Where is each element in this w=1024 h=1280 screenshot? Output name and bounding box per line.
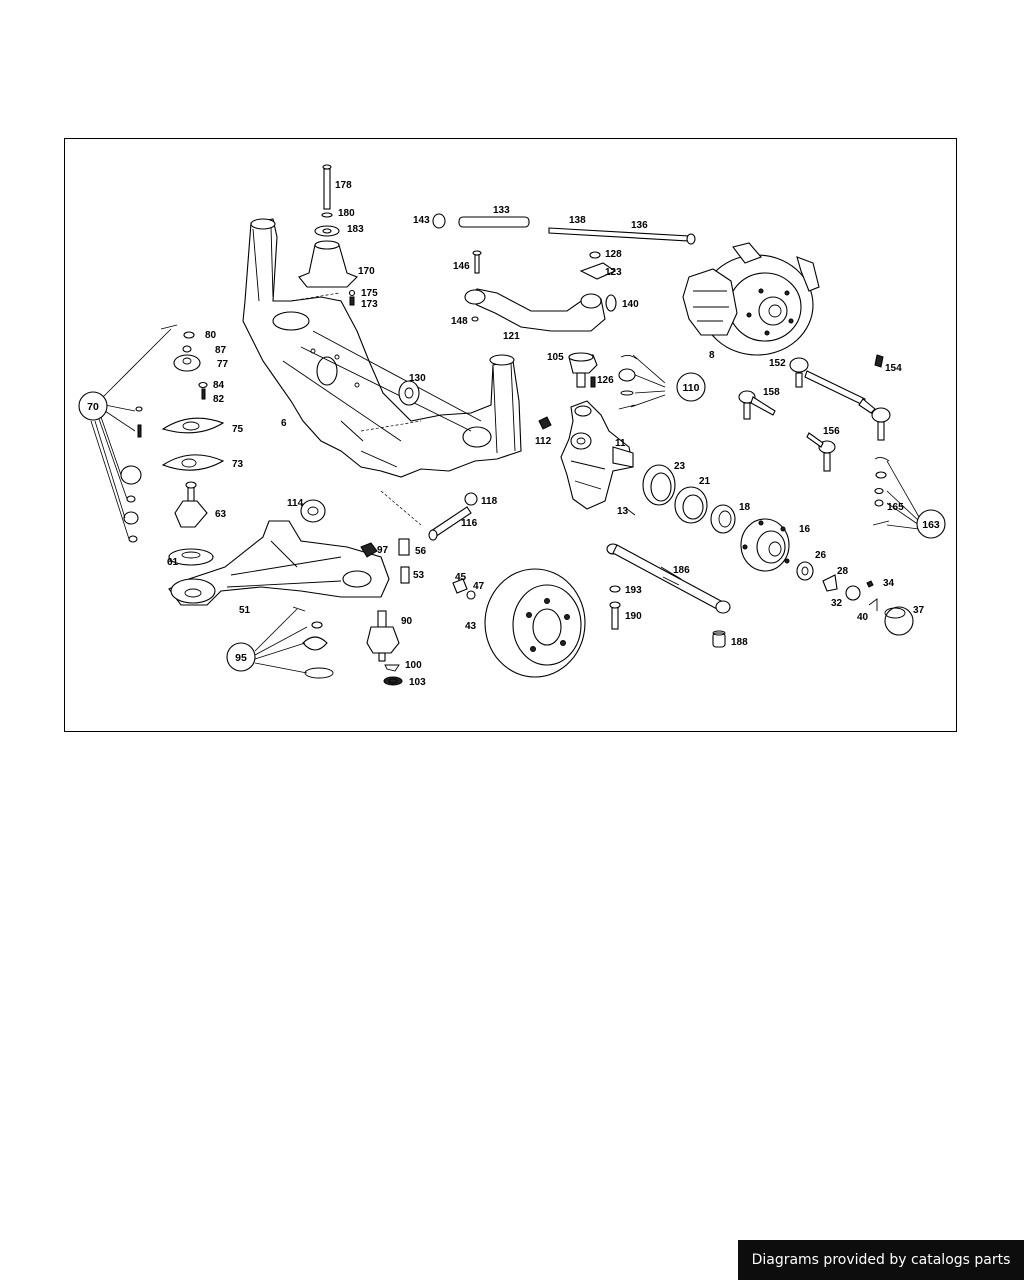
diagram-credit-banner: Diagrams provided by catalogs parts: [738, 1240, 1024, 1280]
callout-28: 28: [837, 566, 849, 577]
callout-26: 26: [815, 550, 827, 561]
callout-53: 53: [413, 570, 425, 581]
callout-183: 183: [347, 224, 364, 235]
callout-170: 170: [358, 266, 375, 277]
callout-128: 128: [605, 249, 622, 260]
callout-193: 193: [625, 585, 642, 596]
bushings-bolts-drawing: [360, 380, 478, 584]
callout-138: 138: [569, 215, 586, 226]
callout-126: 126: [597, 375, 614, 386]
callout-173: 173: [361, 299, 378, 310]
callout-190: 190: [625, 611, 642, 622]
callout-circle-110: 110: [676, 372, 706, 402]
callout-143: 143: [413, 215, 430, 226]
callout-45: 45: [455, 572, 467, 583]
callout-165: 165: [887, 502, 904, 513]
callout-121: 121: [503, 331, 520, 342]
credit-text: Diagrams provided by catalogs parts: [751, 1252, 1011, 1268]
callout-97: 97: [377, 545, 389, 556]
callout-61: 61: [167, 557, 179, 568]
left-small-parts-drawing: [120, 324, 225, 543]
callout-130: 130: [409, 373, 426, 384]
callout-178: 178: [335, 180, 352, 191]
callout-21: 21: [699, 476, 711, 487]
parts-diagram-frame: 70 110 163 95 178 180 183 170 175 173 14…: [64, 138, 957, 732]
callout-95: 95: [235, 652, 247, 664]
callout-77: 77: [217, 359, 229, 370]
callout-63: 63: [215, 509, 227, 520]
callout-34: 34: [883, 578, 895, 589]
callout-163: 163: [922, 519, 940, 531]
callout-40: 40: [857, 612, 869, 623]
exploded-parts-diagram: 70 110 163 95 178 180 183 170 175 173 14…: [78, 164, 946, 688]
callout-114: 114: [287, 498, 304, 509]
callout-37: 37: [913, 605, 925, 616]
callout-146: 146: [453, 261, 470, 272]
callout-75: 75: [232, 424, 244, 435]
callout-140: 140: [622, 299, 639, 310]
callout-82: 82: [213, 394, 225, 405]
callout-186: 186: [673, 565, 690, 576]
callout-175: 175: [361, 288, 378, 299]
callout-123: 123: [605, 267, 622, 278]
callout-118: 118: [481, 496, 498, 507]
callout-100: 100: [405, 660, 422, 671]
callout-32: 32: [831, 598, 843, 609]
spring-mount-drawing: [298, 164, 358, 306]
callout-136: 136: [631, 220, 648, 231]
callout-70: 70: [87, 401, 99, 413]
callout-180: 180: [338, 208, 355, 219]
callout-leaders: [90, 328, 920, 674]
callout-156: 156: [823, 426, 840, 437]
brake-assembly-drawing: [682, 242, 820, 356]
callout-51: 51: [239, 605, 251, 616]
callout-154: 154: [885, 363, 902, 374]
callout-circle-163: 163: [916, 509, 946, 539]
callout-13: 13: [617, 506, 629, 517]
callout-80: 80: [205, 330, 217, 341]
callout-110: 110: [683, 382, 700, 394]
callout-16: 16: [799, 524, 811, 535]
callout-8: 8: [709, 350, 715, 361]
callout-84: 84: [213, 380, 225, 391]
callout-188: 188: [731, 637, 748, 648]
callout-56: 56: [415, 546, 427, 557]
callout-23: 23: [674, 461, 686, 472]
callout-11: 11: [615, 438, 626, 449]
callout-circle-95: 95: [226, 642, 256, 672]
callout-87: 87: [215, 345, 227, 356]
callout-133: 133: [493, 205, 510, 216]
callout-158: 158: [763, 387, 780, 398]
callout-148: 148: [451, 316, 468, 327]
strut-rod-drawing: [606, 543, 731, 648]
hub-bearings-drawing: [626, 464, 914, 636]
callout-47: 47: [473, 581, 485, 592]
callout-43: 43: [465, 621, 477, 632]
subframe-drawing: [242, 218, 522, 526]
callout-105: 105: [547, 352, 564, 363]
lower-control-arm-drawing: [168, 499, 390, 606]
callout-116: 116: [461, 518, 478, 529]
tie-rods-drawing: [738, 354, 891, 526]
callout-103: 103: [409, 677, 426, 688]
steering-knuckle-drawing: [538, 352, 638, 510]
part-number-labels: 178 180 183 170 175 173 143 133 138 136 …: [167, 180, 925, 688]
callout-18: 18: [739, 502, 751, 513]
ball-joint-drawing: [292, 606, 403, 686]
callout-circle-70: 70: [78, 391, 108, 421]
callout-90: 90: [401, 616, 413, 627]
steering-arms-drawing: [432, 213, 696, 332]
callout-73: 73: [232, 459, 244, 470]
callout-6: 6: [281, 418, 287, 429]
brake-disc-drawing: [452, 568, 586, 678]
callout-112: 112: [535, 436, 552, 447]
callout-152: 152: [769, 358, 786, 369]
